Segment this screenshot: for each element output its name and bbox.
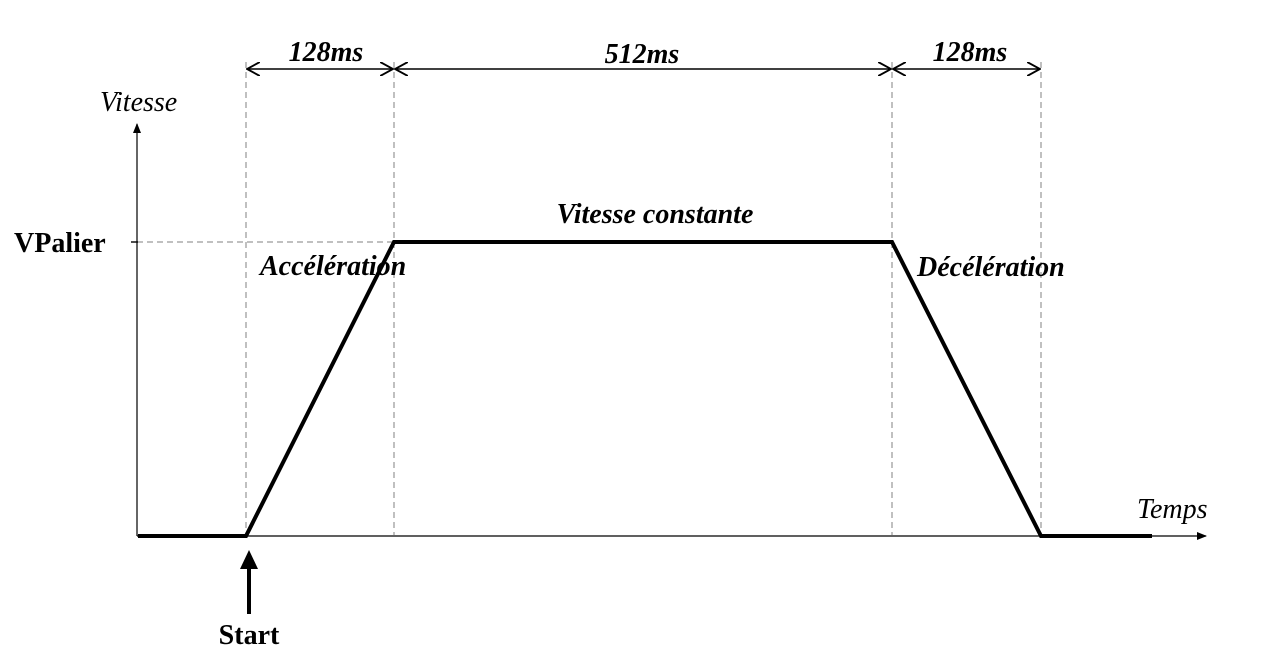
duration-label-deceleration: 128ms bbox=[933, 37, 1008, 68]
x-axis-label: Temps bbox=[1137, 494, 1208, 525]
duration-label-constant: 512ms bbox=[605, 39, 680, 70]
phase-label-constant: Vitesse constante bbox=[557, 199, 754, 230]
time-guides bbox=[245, 62, 1042, 535]
start-label: Start bbox=[219, 620, 280, 651]
start-arrow-head bbox=[240, 550, 258, 569]
phase-label-deceleration: Décélération bbox=[916, 252, 1065, 283]
level-label: VPalier bbox=[14, 228, 106, 259]
velocity-profile-line bbox=[138, 240, 1152, 538]
duration-label-acceleration: 128ms bbox=[289, 37, 364, 68]
phase-label-acceleration: Accélération bbox=[258, 251, 406, 282]
y-axis-label: Vitesse bbox=[100, 87, 177, 118]
